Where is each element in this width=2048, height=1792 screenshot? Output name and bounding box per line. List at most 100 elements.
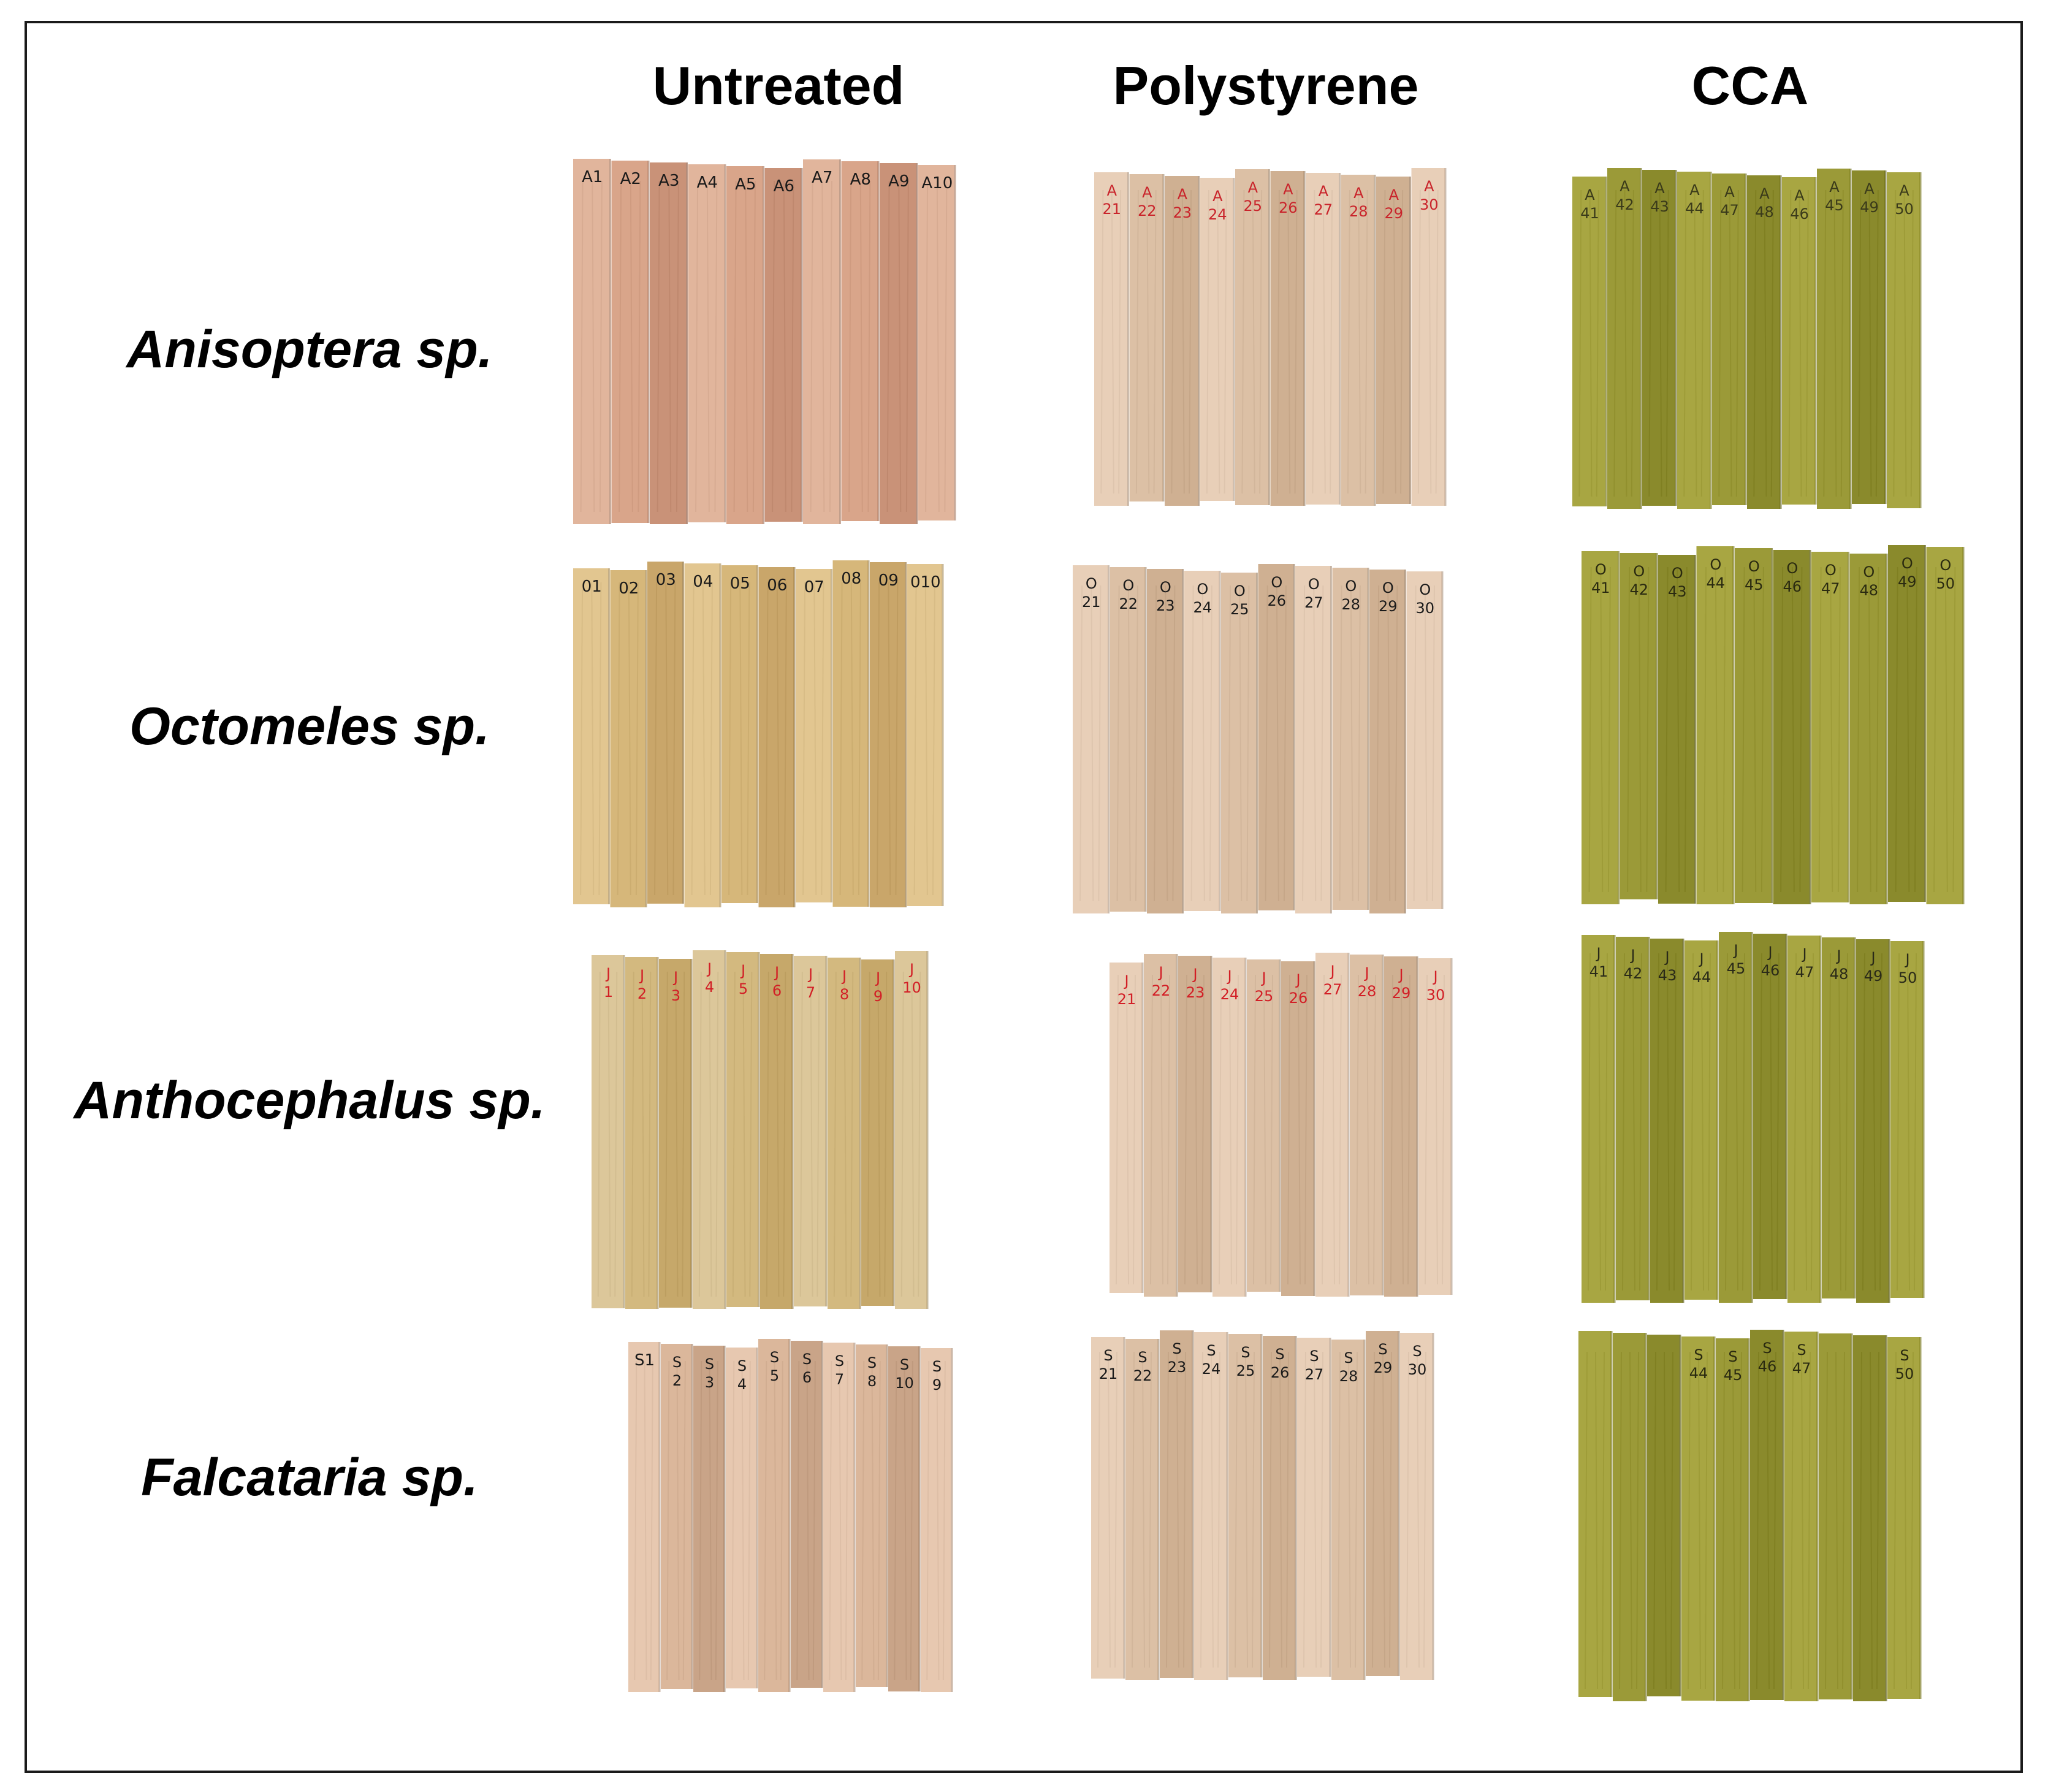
specimen-tag: 24 xyxy=(1220,986,1239,1003)
wood-stick xyxy=(1677,172,1710,509)
wood-stick xyxy=(1297,1338,1330,1677)
wood-grain xyxy=(1322,974,1325,1285)
specimen-tag: J xyxy=(1432,968,1437,985)
wood-grain xyxy=(695,180,699,513)
specimen-tag: J xyxy=(1123,972,1129,989)
wood-grain xyxy=(599,180,603,513)
specimen-tag: 09 xyxy=(878,571,899,590)
row-label-anthocephalus: Anthocephalus sp. xyxy=(74,1071,546,1130)
wood-stick xyxy=(1200,178,1233,501)
wood-grain xyxy=(1799,566,1803,893)
wood-grain xyxy=(747,582,750,896)
wood-grain xyxy=(1770,189,1774,497)
wood-stick xyxy=(1616,937,1648,1300)
wood-grain xyxy=(1632,953,1635,1291)
wood-grain xyxy=(1276,585,1279,902)
specimen-tag: S xyxy=(1378,1341,1387,1358)
wood-grain xyxy=(766,971,769,1297)
wood-grain xyxy=(1879,953,1882,1291)
wood-grain xyxy=(1263,974,1266,1285)
wood-grain xyxy=(1417,189,1421,494)
column-title-untreated: Untreated xyxy=(652,55,905,116)
wood-stick xyxy=(841,161,878,521)
wood-grain xyxy=(783,180,786,513)
wood-grain xyxy=(1217,189,1220,494)
wood-grain xyxy=(1767,1351,1770,1690)
wood-stick xyxy=(1852,170,1885,504)
wood-stick xyxy=(611,161,648,523)
wood-grain xyxy=(598,582,602,896)
wood-stick xyxy=(1716,1338,1748,1701)
wood-stick xyxy=(1582,935,1614,1303)
wood-grain xyxy=(764,1360,767,1680)
specimen-tag: S xyxy=(1694,1346,1703,1363)
specimen-tag: O xyxy=(1633,563,1645,580)
wood-grain xyxy=(630,180,633,513)
wood-grain xyxy=(1914,953,1917,1291)
specimen-tag: J xyxy=(1192,966,1197,983)
wood-grain xyxy=(1393,189,1396,494)
wood-grain xyxy=(1688,1351,1691,1690)
specimen-tag: J xyxy=(1295,971,1300,988)
wood-grain xyxy=(1619,1351,1622,1690)
wood-stick xyxy=(1418,958,1451,1295)
wood-stick xyxy=(1650,939,1683,1303)
specimen-tag: J xyxy=(1329,963,1334,980)
specimen-tag: 07 xyxy=(804,578,824,597)
wood-stick xyxy=(1406,571,1442,909)
wood-grain xyxy=(1715,566,1718,893)
wood-grain xyxy=(741,1360,745,1680)
specimen-tag: J xyxy=(1870,949,1875,966)
specimen-tag: S xyxy=(737,1357,747,1375)
wood-grain xyxy=(675,971,679,1297)
specimen-tag: A xyxy=(1353,185,1364,202)
specimen-tag: J xyxy=(908,961,914,978)
specimen-tag: J xyxy=(1226,967,1231,985)
wood-stick xyxy=(1178,956,1211,1292)
wood-stick xyxy=(791,1341,821,1688)
wood-stick xyxy=(1110,567,1145,912)
wood-stick xyxy=(1281,961,1314,1296)
specimen-tag: 5 xyxy=(739,980,748,997)
wood-grain xyxy=(839,582,843,896)
wood-grain xyxy=(1382,1351,1385,1668)
wood-grain xyxy=(1372,1351,1375,1668)
wood-grain xyxy=(1585,1351,1588,1690)
specimen-tag: 46 xyxy=(1761,962,1780,979)
specimen-tag: S xyxy=(1900,1347,1909,1364)
wood-grain xyxy=(1837,566,1841,893)
wood-grain xyxy=(796,1360,800,1680)
wood-grain xyxy=(1097,1351,1100,1668)
wood-grain xyxy=(886,180,890,513)
wood-grain xyxy=(904,1360,907,1680)
wood-grain xyxy=(715,1360,718,1680)
specimen-tag: O xyxy=(1825,562,1837,579)
specimen-tag: 06 xyxy=(767,576,787,595)
wood-stick xyxy=(907,564,942,906)
wood-grain xyxy=(774,1360,777,1680)
wood-grain xyxy=(1673,953,1677,1291)
specimen-tag: O xyxy=(1901,555,1913,572)
wood-grain xyxy=(1638,566,1642,893)
specimen-tag: 41 xyxy=(1580,205,1599,222)
specimen-tag: J xyxy=(1698,950,1703,967)
wood-stick xyxy=(856,1344,886,1687)
specimen-tag: 21 xyxy=(1103,200,1122,218)
specimen-tag: 45 xyxy=(1825,197,1844,214)
wood-grain xyxy=(749,971,753,1297)
wood-grain xyxy=(607,971,611,1297)
wood-grain xyxy=(799,971,803,1297)
wood-stick xyxy=(1315,953,1348,1297)
specimen-tag: 23 xyxy=(1156,597,1175,614)
wood-grain xyxy=(1701,953,1704,1291)
wood-grain xyxy=(1903,189,1907,497)
specimen-tag: 21 xyxy=(1099,1365,1118,1382)
wood-stick xyxy=(1607,168,1640,509)
wood-grain xyxy=(1897,953,1900,1291)
wood-grain xyxy=(1933,566,1937,893)
specimen-tag: 10 xyxy=(895,1375,914,1392)
